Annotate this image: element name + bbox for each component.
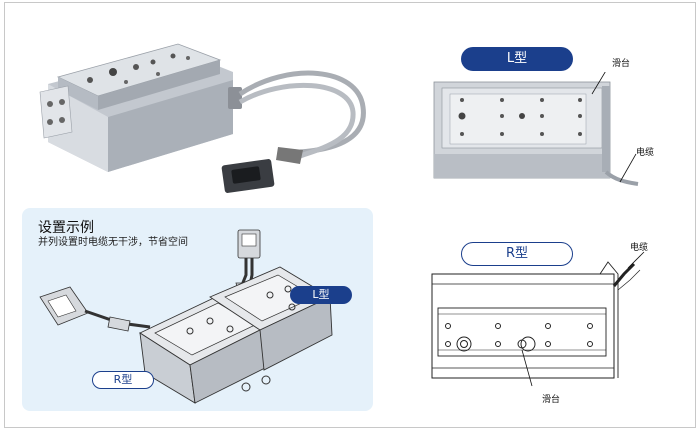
example-title: 设置示例	[38, 220, 94, 236]
l-type-slide-table-label: 滑台	[612, 59, 631, 69]
parallel-installation-drawing	[39, 229, 333, 404]
l-type-cable-label: 电缆	[636, 148, 655, 158]
r-type-badge: R型	[461, 242, 573, 266]
r-type-cable-label: 电缆	[630, 243, 649, 253]
r-type-drawing	[431, 251, 645, 387]
actuator-3d-illustration	[39, 43, 366, 193]
example-label-r-type: R型	[92, 371, 154, 389]
l-type-badge: L型	[461, 47, 573, 71]
r-type-slide-table-label: 滑台	[542, 395, 561, 405]
example-description: 并列设置时电缆无干涉，节省空间	[38, 237, 188, 248]
example-label-l-type: L型	[290, 286, 352, 304]
l-type-drawing	[433, 72, 639, 186]
